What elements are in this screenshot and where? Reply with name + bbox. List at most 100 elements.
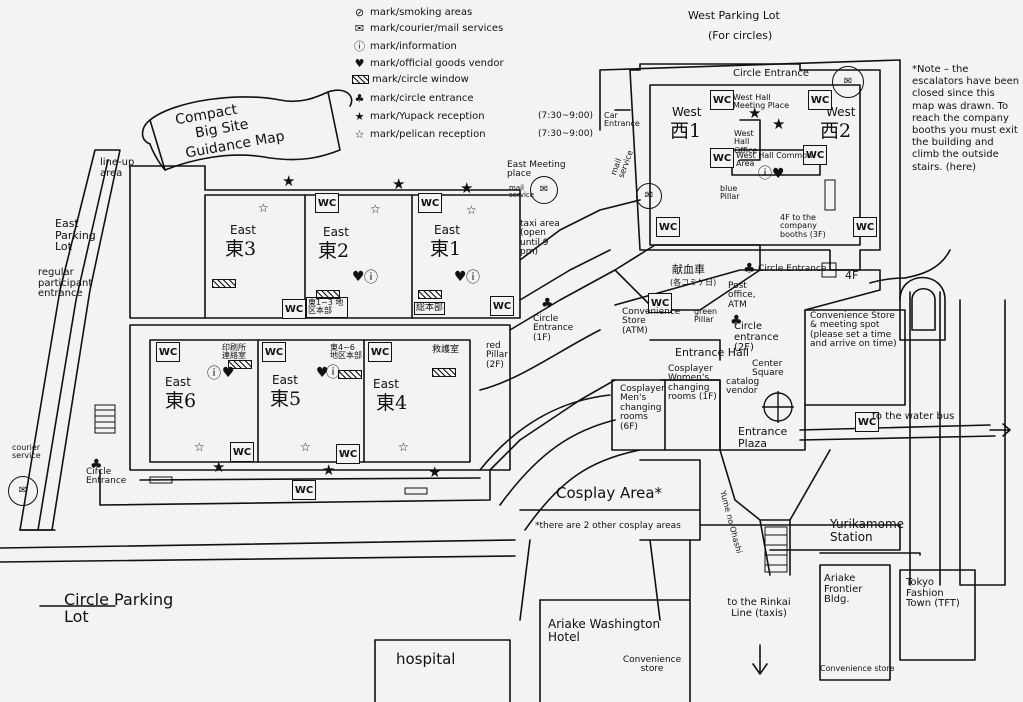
hall-east-5-name: East [272, 373, 298, 387]
hall-west-1-kanji: 西1 [670, 120, 702, 142]
east-1-3-hq-sign: 東1~3 地区本部 [306, 297, 348, 318]
restroom-east-5: WC [262, 342, 286, 362]
mail-east-icon: ✉ [530, 176, 558, 204]
info-icon: ⓘ [326, 365, 340, 381]
rinkai-line-label: to the Rinkai Line (taxis) [727, 597, 791, 619]
courier-east-icon: ✉ [8, 476, 38, 506]
yupack-hours: (7:30~9:00) [538, 111, 593, 121]
blood-donation-sub: (各コミケ日) [670, 278, 717, 287]
cosplay-note-label: *there are 2 other cosplay areas [535, 521, 681, 531]
restroom-east-1-lower: WC [490, 296, 514, 316]
regular-entrance-label: regular participant entrance [38, 267, 93, 299]
yupack-star-icon: ★ [392, 175, 406, 193]
goods-heart-icon: ♥ [352, 269, 365, 285]
info-icon: ⓘ [364, 270, 378, 286]
courier-west-icon: ✉ [832, 66, 864, 98]
outline-star-icon: ☆ [354, 128, 365, 141]
post-office-label: Post office, ATM [728, 281, 756, 310]
taxi-area-label: taxi area (open until 9 pm) [520, 219, 560, 258]
car-entrance-label: Car Entrance [604, 111, 640, 129]
circle-entrance-2f-label: Circle entrance (2F) [734, 321, 779, 353]
legend-item-circle-window: mark/circle window [352, 74, 469, 85]
legend-item-circle-entrance: ♣mark/circle entrance [352, 92, 474, 105]
circle-entrance-1f-label: Circle Entrance (1F) [533, 314, 574, 343]
pelican-star-icon: ☆ [398, 440, 409, 454]
hall-east-2-name: East [323, 225, 349, 239]
water-bus-label: to the water bus [872, 411, 955, 422]
yupack-star-icon: ★ [748, 104, 762, 122]
yupack-star-icon: ★ [282, 172, 296, 190]
west-meeting-label: West Hall Meeting Place [733, 93, 790, 111]
frontier-store-label: Convenience store [820, 664, 895, 673]
yurikamome-station-label: Yurikamome Station [830, 517, 905, 544]
circle-window-east-4 [432, 368, 456, 377]
green-pillar-label: green Pillar [694, 307, 718, 325]
mens-changing-label: Cosplayer Men's changing rooms (6F) [620, 384, 665, 432]
line-up-area-label: line-up area [100, 157, 135, 179]
circle-window-east-2 [316, 290, 340, 299]
blue-pillar-label: blue Pillar [720, 184, 740, 202]
restroom-east-3: WC [282, 299, 306, 319]
east-parking-label: East Parking Lot [55, 217, 96, 254]
restroom-west-common-2: WC [803, 145, 827, 165]
legend-item-goods: ♥mark/official goods vendor [352, 57, 504, 70]
restroom-plaza: WC [855, 412, 879, 432]
medical-room-sign: 救護室 [432, 345, 460, 355]
hall-east-2-kanji: 東2 [318, 240, 350, 262]
hall-east-4-name: East [373, 377, 399, 391]
hall-east-3-kanji: 東3 [225, 238, 257, 260]
restroom-east-5-lower: WC [336, 444, 360, 464]
circle-entrance-club-icon: ♣ [541, 296, 554, 312]
pelican-star-icon: ☆ [370, 202, 381, 216]
restroom-convenience: WC [648, 293, 672, 313]
circle-window-east-6 [228, 360, 252, 369]
info-icon: ⓘ [354, 40, 365, 53]
hall-east-4-kanji: 東4 [376, 392, 408, 414]
circle-window-east-3 [212, 279, 236, 288]
restroom-west-1: WC [710, 90, 734, 110]
restroom-west-1-lower: WC [656, 217, 680, 237]
restroom-east-6-lower: WC [230, 442, 254, 462]
yupack-star-icon: ★ [460, 179, 474, 197]
east-meeting-label: East Meeting place [507, 160, 566, 180]
circle-entrance-top-label: Circle Entrance [733, 68, 810, 79]
restroom-east-6: WC [156, 342, 180, 362]
circle-entrance-club-icon: ♣ [743, 261, 756, 277]
convenience-store-label: Convenience Store (ATM) [622, 307, 681, 336]
east-4-6-hq-sign: 東4~6 地区本部 [330, 343, 362, 361]
info-icon: ⓘ [758, 166, 772, 182]
blood-donation-sign: 献血車 [672, 263, 705, 276]
red-pillar-label: red Pillar (2F) [486, 341, 508, 370]
restroom-east-4: WC [368, 342, 392, 362]
star-icon: ★ [354, 110, 365, 123]
hall-west-2-kanji: 西2 [820, 120, 852, 142]
catalog-vendor-label: catalog vendor [726, 377, 760, 397]
entrance-hall-label: Entrance Hall [675, 346, 749, 359]
west-office-label: West Hall Office [734, 129, 758, 155]
restroom-west-2: WC [808, 90, 832, 110]
washington-store-label: Convenience store [622, 655, 682, 675]
tft-label: Tokyo Fashion Town (TFT) [906, 577, 960, 609]
legend-item-pelican: ☆mark/pelican reception [352, 128, 486, 141]
hall-east-1-kanji: 東1 [430, 238, 462, 260]
west-common-label: West Hall Common Area [736, 151, 813, 169]
restroom-west-common: WC [710, 148, 734, 168]
pelican-hours: (7:30~9:00) [538, 129, 593, 139]
store-meeting-label: Convenience Store & meeting spot (please… [810, 311, 897, 350]
company-booths-label: 4F to the company booths (3F) [780, 213, 826, 239]
yupack-star-icon: ★ [322, 461, 336, 479]
west-parking-label: West Parking Lot [688, 9, 780, 22]
west-parking-sub: (For circles) [708, 29, 773, 42]
hall-east-3-name: East [230, 223, 256, 237]
restroom-east-2: WC [315, 193, 339, 213]
courier-left-label: courier service [12, 443, 41, 461]
circle-entrance-club-icon: ♣ [90, 457, 103, 473]
circle-entrance-club-icon: ♣ [730, 313, 743, 329]
circle-parking-label: Circle Parking Lot [64, 590, 174, 626]
womens-changing-label: Cosplayer Women's changing rooms (1F) [668, 364, 717, 403]
pelican-star-icon: ☆ [466, 203, 477, 217]
mail-service-east-label: mail service [509, 184, 535, 200]
pelican-star-icon: ☆ [194, 440, 205, 454]
info-icon: ⓘ [466, 270, 480, 286]
